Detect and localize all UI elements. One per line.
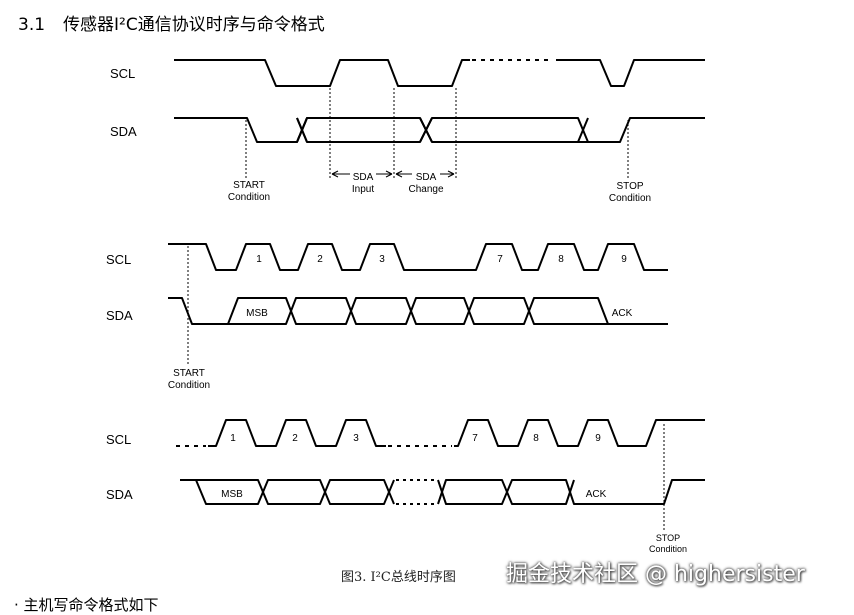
d1-start-label-2: Condition	[228, 192, 270, 203]
site-watermark: 掘金技术社区 @ highersister	[506, 562, 805, 587]
d2-clock-label-1: 1	[256, 254, 262, 265]
d2-start-label-2: Condition	[168, 380, 210, 391]
d2-data-cells	[227, 297, 668, 325]
d2-clock-label-7: 7	[497, 254, 503, 265]
d2-msb-label: MSB	[246, 308, 268, 319]
d2-clock-label-8: 8	[558, 254, 564, 265]
d1-sda-label: SDA	[110, 124, 137, 139]
d1-sda-input-label-1: SDA	[353, 172, 374, 183]
d1-stop-label-2: Condition	[609, 193, 651, 204]
d2-clock-label-9: 9	[621, 254, 627, 265]
d3-sda-label: SDA	[106, 487, 133, 502]
d2-clock-label-3: 3	[379, 254, 385, 265]
d2-ack-label: ACK	[612, 308, 633, 319]
d1-sda-high	[174, 117, 705, 143]
d3-clock-label-8: 8	[533, 433, 539, 444]
d3-clock-label-9: 9	[595, 433, 601, 444]
d3-clock-label-1: 1	[230, 433, 236, 444]
d3-scl-label: SCL	[106, 432, 131, 447]
section-heading: 3.1 传感器I²C通信协议时序与命令格式	[18, 10, 325, 35]
d1-start-label-1: START	[233, 180, 265, 191]
d3-stop-label-2: Condition	[649, 544, 687, 554]
d3-clock-label-2: 2	[292, 433, 298, 444]
section-number: 3.1	[18, 15, 46, 35]
d3-clock-label-7: 7	[472, 433, 478, 444]
d3-stop-label-1: STOP	[656, 533, 680, 543]
d2-start-label-1: START	[173, 368, 205, 379]
section-title: 传感器I²C通信协议时序与命令格式	[63, 15, 325, 35]
d1-scl-label: SCL	[110, 66, 135, 81]
d2-scl-waveform	[168, 243, 668, 271]
d1-scl-waveform	[174, 59, 705, 87]
d1-sda-change-label-1: SDA	[416, 172, 437, 183]
d3-scl-waveform-a	[208, 419, 386, 447]
d3-sda-dots	[396, 479, 436, 505]
d3-ack-label: ACK	[586, 489, 607, 500]
d3-scl-waveform-b	[454, 419, 705, 447]
d1-sda-cross	[296, 117, 433, 143]
d2-clock-label-2: 2	[317, 254, 323, 265]
d1-stop-label-1: STOP	[616, 181, 643, 192]
d1-sda-change-label-2: Change	[408, 184, 443, 195]
d3-msb-label: MSB	[221, 489, 243, 500]
d2-sda-label: SDA	[106, 308, 133, 323]
d2-scl-label: SCL	[106, 252, 131, 267]
d3-clock-label-3: 3	[353, 433, 359, 444]
d3-data-cells	[180, 479, 705, 505]
d1-sda-input-label-2: Input	[352, 184, 374, 195]
d2-sda-start	[168, 297, 228, 325]
figure-caption: 图3. I²C总线时序图	[341, 570, 456, 585]
